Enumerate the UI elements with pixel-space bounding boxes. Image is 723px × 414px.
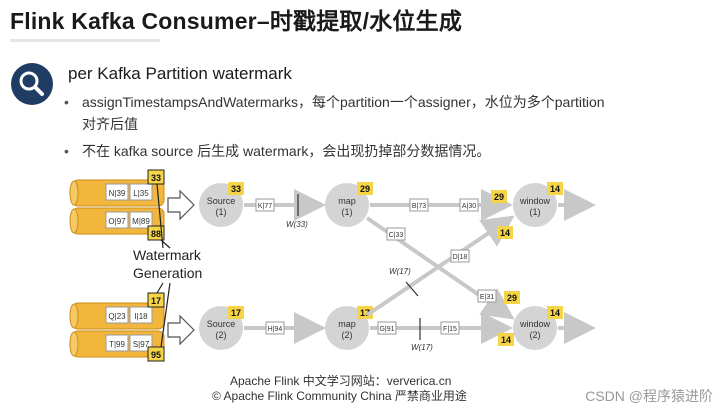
kafka-partition-4: T|99 S|97 — [69, 330, 165, 358]
svg-text:95: 95 — [151, 350, 161, 360]
svg-text:(2): (2) — [342, 330, 353, 340]
record-map2-cross: D|18 — [453, 254, 468, 261]
partition-watermark-4: 95 — [147, 346, 165, 362]
svg-text:(1): (1) — [530, 207, 541, 217]
record-label: S|97 — [133, 340, 150, 349]
record-label: I|18 — [134, 312, 148, 321]
bullet-2: • 不在 kafka source 后生成 watermark，会出现扔掉部分数据… — [64, 141, 490, 161]
watermark-label-s1-map1: W(33) — [286, 220, 308, 229]
edge-map2-window1 — [365, 215, 515, 317]
record-box — [105, 183, 129, 201]
svg-text:88: 88 — [151, 229, 161, 239]
record-map2-win2-b: F|15 — [443, 326, 457, 333]
kafka-partition-3: Q|23 I|18 — [69, 302, 165, 330]
kafka-partition-1: N|39 L|35 — [69, 179, 165, 207]
search-icon — [19, 71, 44, 96]
svg-text:14: 14 — [550, 184, 560, 194]
svg-text:(2): (2) — [530, 330, 541, 340]
window-1-node: window (1) 14 — [513, 182, 563, 227]
record-box — [129, 183, 153, 201]
bullet-1-text: assignTimestampsAndWatermarks，每个partitio… — [82, 94, 605, 110]
record-box — [129, 306, 153, 324]
svg-text:17: 17 — [360, 308, 370, 318]
magnifier-badge — [11, 63, 53, 105]
csdn-watermark: CSDN @程序猿进阶 — [585, 388, 713, 404]
svg-text:Source: Source — [207, 196, 236, 206]
window1-channel-badge-top — [491, 190, 507, 203]
record-cross-win2: E|31 — [480, 294, 494, 301]
window2-channel-badge-top — [504, 291, 520, 304]
svg-text:map: map — [338, 196, 356, 206]
svg-text:17: 17 — [231, 308, 241, 318]
window2-channel-badge-side — [498, 333, 514, 346]
watermark-label-cross: W(17) — [389, 267, 411, 276]
hollow-arrow-to-source-2 — [167, 314, 195, 346]
window1-channel-badge-side — [497, 226, 513, 239]
record-s2-map2: H|94 — [268, 326, 283, 333]
partition-watermark-2: 88 — [147, 225, 165, 241]
watermark-generation-pointers — [156, 183, 171, 348]
record-box — [105, 306, 129, 324]
record-label: Q|23 — [108, 312, 126, 321]
record-label: M|89 — [132, 217, 150, 226]
watermark-generation-label-2: Generation — [133, 265, 202, 281]
record-box — [105, 334, 129, 352]
source-2-node: Source (2) 17 — [199, 306, 244, 350]
record-label: L|35 — [133, 189, 149, 198]
record-map1-win1-b: A|30 — [462, 203, 476, 210]
window1-channel-badge-side-text: 14 — [500, 228, 510, 238]
hollow-arrow-to-source-1 — [167, 189, 195, 221]
svg-text:Source: Source — [207, 319, 236, 329]
record-label: T|99 — [109, 340, 125, 349]
slide-title: Flink Kafka Consumer–时戳提取/水位生成 — [10, 8, 463, 34]
record-label: O|97 — [108, 217, 126, 226]
svg-text:17: 17 — [151, 296, 161, 306]
window2-channel-badge-side-text: 14 — [501, 335, 511, 345]
bullet-1: • assignTimestampsAndWatermarks，每个partiti… — [64, 92, 605, 112]
watermark-marker — [405, 281, 419, 297]
svg-text:map: map — [338, 319, 356, 329]
window2-channel-badge-top-text: 29 — [507, 293, 517, 303]
svg-text:(1): (1) — [216, 207, 227, 217]
kafka-partition-2: O|97 M|89 — [69, 207, 165, 235]
record-map2-win2-a: G|91 — [379, 326, 394, 333]
record-map1-win1-a: B|73 — [412, 203, 426, 210]
svg-text:33: 33 — [231, 184, 241, 194]
bullet-dot: • — [64, 143, 69, 159]
svg-text:window: window — [519, 319, 551, 329]
bullet-1-continuation: 对齐后值 — [82, 116, 138, 132]
record-map1-cross: C|33 — [389, 232, 404, 239]
partition-watermark-3: 17 — [147, 292, 165, 308]
record-s1-map1: K|77 — [258, 203, 272, 210]
svg-text:(2): (2) — [216, 330, 227, 340]
bullet-2-text: 不在 kafka source 后生成 watermark，会出现扔掉部分数据情… — [82, 143, 491, 159]
watermark-generation-label-1: Watermark — [133, 247, 202, 263]
subheading: per Kafka Partition watermark — [68, 64, 292, 83]
watermark-label-map2-win2: W(17) — [411, 343, 433, 352]
svg-text:(1): (1) — [342, 207, 353, 217]
svg-text:33: 33 — [151, 173, 161, 183]
record-label: N|39 — [109, 189, 126, 198]
window-2-node: window (2) 14 — [513, 306, 563, 350]
footer-line-1: Apache Flink 中文学习网站：ververica.cn — [230, 374, 452, 388]
map-1-node: map (1) 29 — [325, 182, 373, 227]
record-box — [105, 211, 129, 229]
record-box — [129, 211, 153, 229]
bullet-dot: • — [64, 94, 69, 110]
svg-text:29: 29 — [360, 184, 370, 194]
footer-line-2: © Apache Flink Community China 严禁商业用途 — [212, 389, 467, 403]
map-2-node: map (2) 17 — [325, 306, 373, 350]
partition-watermark-1: 33 — [147, 169, 165, 185]
svg-text:window: window — [519, 196, 551, 206]
record-box — [129, 334, 153, 352]
window1-channel-badge-top-text: 29 — [494, 192, 504, 202]
title-underline — [10, 39, 160, 42]
source-1-node: Source (1) 33 — [199, 182, 244, 227]
svg-text:14: 14 — [550, 308, 560, 318]
